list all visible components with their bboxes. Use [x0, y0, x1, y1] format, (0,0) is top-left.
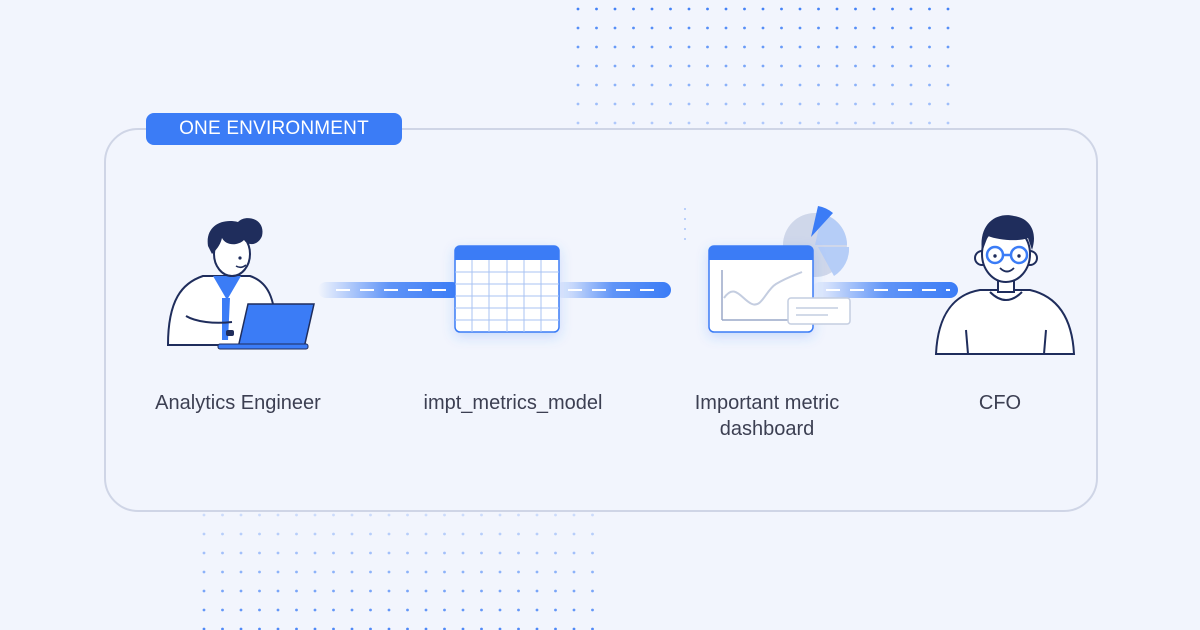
dot-pattern-bottom — [195, 505, 595, 630]
dashboard-label: Important metric dashboard — [694, 392, 840, 440]
engineer-label: Analytics Engineer — [155, 392, 321, 414]
dot-pattern-top — [570, 0, 960, 125]
person-with-glasses-icon — [934, 215, 1076, 355]
environment-badge: ONE ENVIRONMENT — [146, 113, 402, 145]
cfo-label: CFO — [978, 392, 1022, 414]
connector-dashboard-cfo — [812, 282, 958, 298]
table-icon — [454, 245, 560, 333]
info-card-icon — [787, 297, 851, 325]
pie-chart-icon — [783, 206, 850, 277]
environment-container — [104, 128, 1098, 512]
person-with-laptop-icon — [166, 218, 315, 350]
dot-pattern-small — [684, 208, 686, 240]
connector-engineer-model — [318, 282, 460, 298]
dashboard-chart-icon — [708, 245, 814, 333]
model-label: impt_metrics_model — [423, 392, 603, 414]
connector-model-dashboard — [555, 282, 671, 298]
